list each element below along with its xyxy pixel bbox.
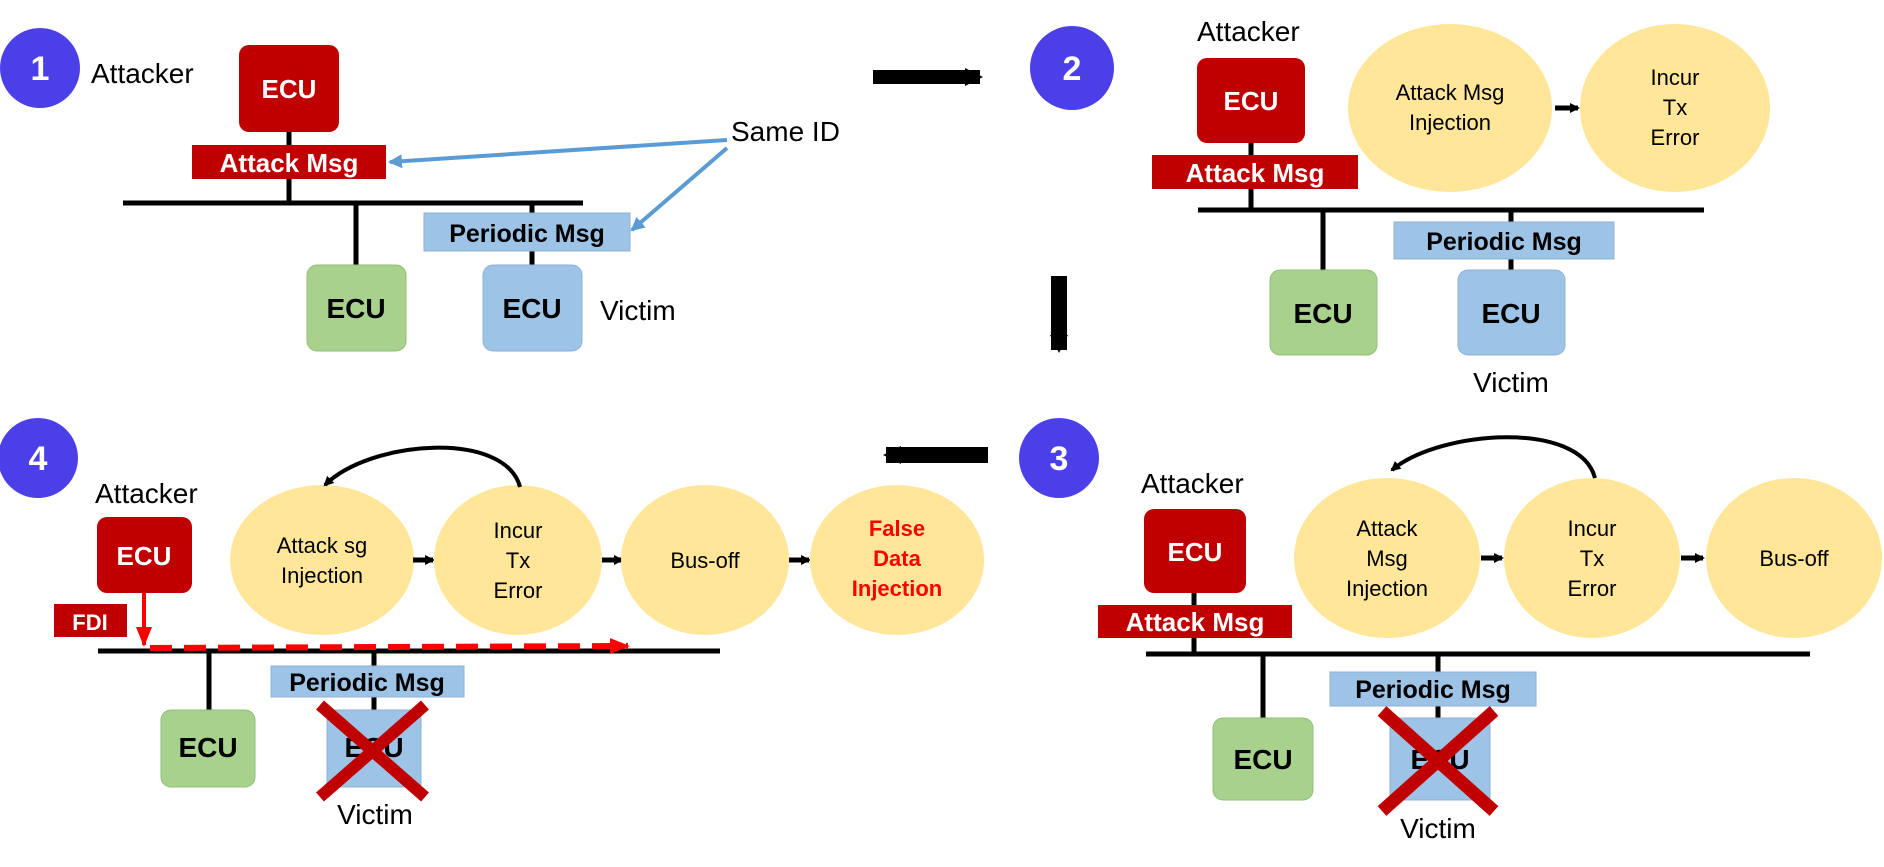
state-text: Data xyxy=(873,546,921,571)
step-number: 4 xyxy=(29,440,48,478)
fdi-propagation-arrow xyxy=(149,638,630,655)
state-text: Incur xyxy=(1568,516,1617,541)
state-text: Injection xyxy=(1409,110,1491,135)
attack-msg-label: Attack Msg xyxy=(1126,607,1265,637)
fdi-label: FDI xyxy=(72,610,107,635)
state-text: Injection xyxy=(281,563,363,588)
state-bus-off xyxy=(1706,478,1882,638)
attack-msg-box xyxy=(1152,155,1358,189)
state-text: Error xyxy=(1568,576,1617,601)
periodic-msg-label: Periodic Msg xyxy=(1426,228,1582,256)
attacker-ecu xyxy=(97,517,192,593)
victim-ecu xyxy=(1457,269,1566,356)
panel-1: 1 Attacker ECU Attack Msg Periodic Msg E… xyxy=(0,28,840,352)
attacker-label: Attacker xyxy=(1141,468,1244,499)
state-attack-sg-injection xyxy=(230,485,414,635)
step-badge-1 xyxy=(0,28,80,108)
attack-msg-label: Attack Msg xyxy=(220,148,359,178)
panel-3: 3 Attacker ECU Attack Msg Periodic Msg E… xyxy=(1019,418,1882,844)
attacker-ecu xyxy=(239,45,339,132)
ecu-label: ECU xyxy=(178,732,237,763)
state-text: Bus-off xyxy=(670,548,740,573)
periodic-msg-label: Periodic Msg xyxy=(1355,676,1511,704)
state-text: Msg xyxy=(1366,546,1408,571)
loop-arrow xyxy=(323,445,522,488)
normal-ecu xyxy=(160,709,256,788)
periodic-msg-box xyxy=(270,665,465,698)
state-text: Incur xyxy=(1651,65,1700,90)
ecu-label: ECU xyxy=(262,74,317,104)
ecu-label: ECU xyxy=(1293,298,1352,329)
ecu-label: ECU xyxy=(1168,537,1223,567)
attack-msg-box xyxy=(1098,605,1292,638)
victim-label: Victim xyxy=(337,799,413,830)
disabled-cross-icon xyxy=(316,700,429,802)
periodic-msg-label: Periodic Msg xyxy=(289,669,445,697)
step-badge-4 xyxy=(0,418,78,498)
fdi-box xyxy=(54,604,127,637)
attacker-label: Attacker xyxy=(95,478,198,509)
periodic-msg-label: Periodic Msg xyxy=(449,220,605,248)
step-number: 2 xyxy=(1063,50,1082,88)
step-badge-3 xyxy=(1019,418,1099,498)
ecu-label: ECU xyxy=(117,541,172,571)
same-id-arrow xyxy=(630,146,729,232)
state-incur-tx-error xyxy=(1504,478,1680,638)
panel-4: 4 Attacker ECU FDI Periodic Msg ECU ECU … xyxy=(0,418,984,830)
periodic-msg-box xyxy=(1329,671,1537,707)
state-text: Error xyxy=(1651,125,1700,150)
loop-arrow xyxy=(1390,435,1597,479)
attacker-ecu xyxy=(1144,509,1246,593)
victim-label: Victim xyxy=(1400,813,1476,844)
state-text: Injection xyxy=(1346,576,1428,601)
periodic-msg-box xyxy=(423,212,631,252)
state-attack-msg-injection xyxy=(1294,478,1480,638)
step-number: 1 xyxy=(31,50,50,88)
attacker-label: Attacker xyxy=(1197,16,1300,47)
attack-msg-box xyxy=(192,145,386,179)
ecu-label: ECU xyxy=(1481,298,1540,329)
state-false-data-injection xyxy=(810,485,984,635)
state-incur-tx-error xyxy=(434,485,602,635)
victim-label: Victim xyxy=(1473,367,1549,398)
state-text: Bus-off xyxy=(1759,546,1829,571)
state-text: Attack sg xyxy=(277,533,367,558)
state-incur-tx-error xyxy=(1580,24,1770,192)
attack-msg-label: Attack Msg xyxy=(1186,158,1325,188)
step-number: 3 xyxy=(1050,440,1069,478)
state-text: Tx xyxy=(1663,95,1687,120)
attacker-ecu xyxy=(1197,58,1305,143)
panel-2: 2 Attacker ECU Attack Msg Periodic Msg E… xyxy=(1030,16,1770,398)
state-text: Tx xyxy=(1580,546,1604,571)
same-id-label: Same ID xyxy=(731,116,840,147)
state-attack-msg-injection xyxy=(1348,24,1552,192)
victim-label: Victim xyxy=(600,295,676,326)
normal-ecu xyxy=(306,264,407,352)
state-text: Attack Msg xyxy=(1396,80,1505,105)
disabled-cross-icon xyxy=(1377,706,1499,816)
ecu-label: ECU xyxy=(1233,744,1292,775)
state-bus-off xyxy=(621,485,789,635)
victim-ecu xyxy=(482,264,583,352)
state-text: False xyxy=(869,516,925,541)
ecu-label: ECU xyxy=(1224,86,1279,116)
state-text: Injection xyxy=(852,576,942,601)
state-text: Incur xyxy=(494,518,543,543)
attacker-label: Attacker xyxy=(91,58,194,89)
step-badge-2 xyxy=(1030,26,1114,110)
normal-ecu xyxy=(1212,717,1314,801)
periodic-msg-box xyxy=(1393,221,1615,260)
state-text: Error xyxy=(494,578,543,603)
ecu-label: ECU xyxy=(502,293,561,324)
state-text: Tx xyxy=(506,548,530,573)
normal-ecu xyxy=(1269,269,1378,356)
ecu-label: ECU xyxy=(326,293,385,324)
same-id-arrow xyxy=(388,138,728,169)
state-text: Attack xyxy=(1356,516,1418,541)
